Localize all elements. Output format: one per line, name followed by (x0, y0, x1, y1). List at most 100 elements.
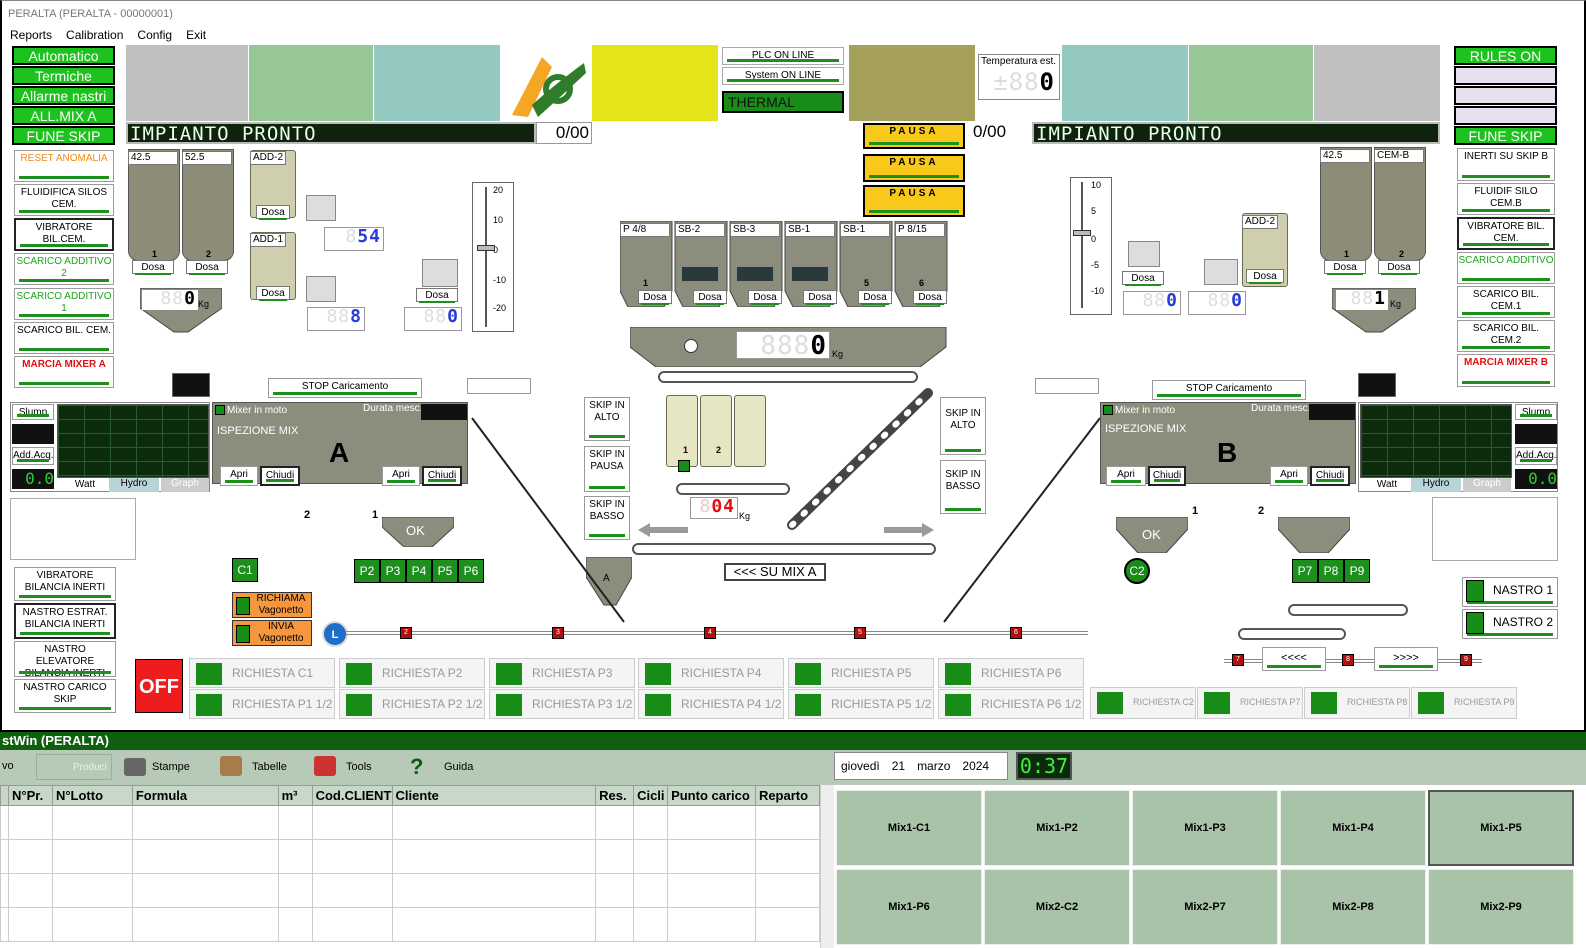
table-scrollbar[interactable] (820, 785, 834, 948)
dosa-add1[interactable]: Dosa (256, 286, 290, 301)
mixer-b-apri-1[interactable]: Apri (1106, 466, 1146, 486)
status-rules-on[interactable]: RULES ON (1454, 46, 1557, 65)
toolbar-stampe[interactable]: Stampe (152, 761, 190, 773)
col-codclient[interactable]: Cod.CLIENT (311, 785, 393, 806)
richiesta-p3-half[interactable]: RICHIESTA P3 1/2 (489, 689, 635, 719)
scarico-bil-cem-2-button[interactable]: SCARICO BIL. CEM.2 (1457, 320, 1555, 352)
c1-button[interactable]: C1 (232, 558, 258, 582)
scarico-additivo-2-button[interactable]: SCARICO ADDITIVO 2 (14, 253, 114, 285)
richiesta-p8[interactable]: RICHIESTA P8 (1304, 687, 1410, 719)
richiesta-p5[interactable]: RICHIESTA P5 (788, 658, 934, 688)
dosa-water-b[interactable]: Dosa (1122, 271, 1164, 286)
skip-in-basso-b[interactable]: SKIP IN BASSO (940, 460, 986, 514)
richiesta-p6-half[interactable]: RICHIESTA P6 1/2 (938, 689, 1084, 719)
watt-tab-a[interactable]: Watt (74, 479, 96, 490)
richiesta-p5-half[interactable]: RICHIESTA P5 1/2 (788, 689, 934, 719)
scarico-bil-cem-1-button[interactable]: SCARICO BIL. CEM.1 (1457, 286, 1555, 318)
dosa-bin-6[interactable]: Dosa (913, 290, 947, 305)
scarico-additivo-b-button[interactable]: SCARICO ADDITIVO (1457, 252, 1555, 284)
dosa-bin-4[interactable]: Dosa (803, 290, 837, 305)
table-row[interactable] (0, 805, 821, 840)
graph-tab-b[interactable]: Graph (1463, 478, 1511, 492)
off-button[interactable]: OFF (135, 659, 183, 713)
mixer-a-apri-1[interactable]: Apri (220, 466, 258, 486)
arrow-left-button[interactable]: <<<< (1262, 647, 1326, 671)
p7-button-b[interactable]: P7 (1292, 559, 1318, 583)
c2-button[interactable]: C2 (1124, 558, 1150, 584)
stop-caricamento-a[interactable]: STOP Caricamento (268, 378, 422, 398)
mix1-p3-button[interactable]: Mix1-P3 (1132, 790, 1278, 866)
toolbar-tabelle[interactable]: Tabelle (252, 761, 287, 773)
dosa-silo-b-1[interactable]: Dosa (1324, 260, 1366, 275)
table-row[interactable] (0, 907, 821, 942)
dosa-silo-a-1[interactable]: Dosa (132, 260, 174, 275)
nastro-estrat-button[interactable]: NASTRO ESTRAT. BILANCIA INERTI (14, 603, 116, 639)
nastro-elevatore-button[interactable]: NASTRO ELEVATORE BILANCIA INERTI (14, 641, 116, 677)
vibratore-bil-cem-button[interactable]: VIBRATORE BIL.CEM. (14, 218, 114, 251)
status-allarme-nastri[interactable]: Allarme nastri (12, 86, 115, 105)
col-m3[interactable]: m³ (277, 785, 313, 806)
mix2-p8-button[interactable]: Mix2-P8 (1280, 869, 1426, 945)
status-automatico[interactable]: Automatico (12, 46, 115, 65)
pausa-button-1[interactable]: PAUSA (863, 123, 965, 149)
stop-caricamento-b[interactable]: STOP Caricamento (1152, 380, 1306, 400)
mixer-b-apri-2[interactable]: Apri (1270, 466, 1308, 486)
col-cliente[interactable]: Cliente (391, 785, 597, 806)
su-mix-a-button[interactable]: <<< SU MIX A (724, 563, 826, 581)
table-row[interactable] (0, 873, 821, 908)
p5-button-a[interactable]: P5 (432, 559, 458, 583)
toolbar-vo[interactable]: vo (2, 760, 14, 772)
col-formula[interactable]: Formula (131, 785, 279, 806)
skip-in-alto-b[interactable]: SKIP IN ALTO (940, 397, 986, 455)
status-all-mix-a[interactable]: ALL.MIX A (12, 106, 115, 125)
dosa-bin-1[interactable]: Dosa (638, 290, 672, 305)
p9-button-b[interactable]: P9 (1344, 559, 1370, 583)
menu-calibration[interactable]: Calibration (66, 28, 124, 42)
fluidif-silo-cem-b-button[interactable]: FLUIDIF SILO CEM.B (1457, 183, 1555, 215)
scale-b-slider[interactable] (1073, 230, 1091, 236)
col-nlotto[interactable]: N°Lotto (51, 785, 133, 806)
p3-button-a[interactable]: P3 (380, 559, 406, 583)
p8-button-b[interactable]: P8 (1318, 559, 1344, 583)
arrow-right-button[interactable]: >>>> (1374, 647, 1438, 671)
watt-tab-b[interactable]: Watt (1376, 479, 1398, 490)
input-b[interactable] (1035, 378, 1099, 394)
marcia-mixer-b-button[interactable]: MARCIA MIXER B (1457, 354, 1555, 387)
dosa-silo-a-2[interactable]: Dosa (186, 260, 228, 275)
scarico-bil-cem-button[interactable]: SCARICO BIL. CEM. (14, 322, 114, 354)
toolbar-tools[interactable]: Tools (346, 761, 372, 773)
col-npr[interactable]: N°Pr. (7, 785, 53, 806)
richiesta-p1-half[interactable]: RICHIESTA P1 1/2 (189, 689, 335, 719)
richiesta-p7[interactable]: RICHIESTA P7 (1197, 687, 1303, 719)
mixer-b-chiudi-1[interactable]: Chiudi (1148, 466, 1186, 486)
dosa-add2[interactable]: Dosa (256, 205, 290, 220)
marcia-mixer-a-button[interactable]: MARCIA MIXER A (14, 356, 114, 388)
add-acq-button-b[interactable]: Add.Acq. (1515, 447, 1557, 465)
col-reparto[interactable]: Reparto (754, 785, 821, 806)
status-empty-1[interactable] (1454, 66, 1557, 85)
mix1-p5-button[interactable]: Mix1-P5 (1428, 790, 1574, 866)
richiesta-p4[interactable]: RICHIESTA P4 (638, 658, 784, 688)
skip-in-basso-a[interactable]: SKIP IN BASSO (584, 496, 630, 540)
p2-button-a[interactable]: P2 (354, 559, 380, 583)
toolbar-produci[interactable]: Produci (36, 754, 112, 780)
mix1-p4-button[interactable]: Mix1-P4 (1280, 790, 1426, 866)
vibratore-bilancia-inerti-button[interactable]: VIBRATORE BILANCIA INERTI (14, 567, 116, 601)
inerti-su-skip-b-button[interactable]: INERTI SU SKIP B (1457, 148, 1555, 181)
mix2-p7-button[interactable]: Mix2-P7 (1132, 869, 1278, 945)
mix1-p6-button[interactable]: Mix1-P6 (836, 869, 982, 945)
mix1-c1-button[interactable]: Mix1-C1 (836, 790, 982, 866)
dosa-silo-b-2[interactable]: Dosa (1378, 260, 1420, 275)
mixer-a-chiudi-2[interactable]: Chiudi (422, 466, 462, 486)
add-acq-button-a[interactable]: Add.Acq. (12, 447, 54, 465)
richiesta-p2-half[interactable]: RICHIESTA P2 1/2 (339, 689, 485, 719)
pausa-button-2[interactable]: PAUSA (863, 154, 965, 182)
menu-config[interactable]: Config (137, 28, 173, 42)
richiesta-p6[interactable]: RICHIESTA P6 (938, 658, 1084, 688)
fluidifica-silos-button[interactable]: FLUIDIFICA SILOS CEM. (14, 184, 114, 216)
skip-in-alto-a[interactable]: SKIP IN ALTO (584, 397, 630, 441)
richiesta-p4-half[interactable]: RICHIESTA P4 1/2 (638, 689, 784, 719)
richiesta-p2[interactable]: RICHIESTA P2 (339, 658, 485, 688)
col-punto-carico[interactable]: Punto carico (667, 785, 756, 806)
